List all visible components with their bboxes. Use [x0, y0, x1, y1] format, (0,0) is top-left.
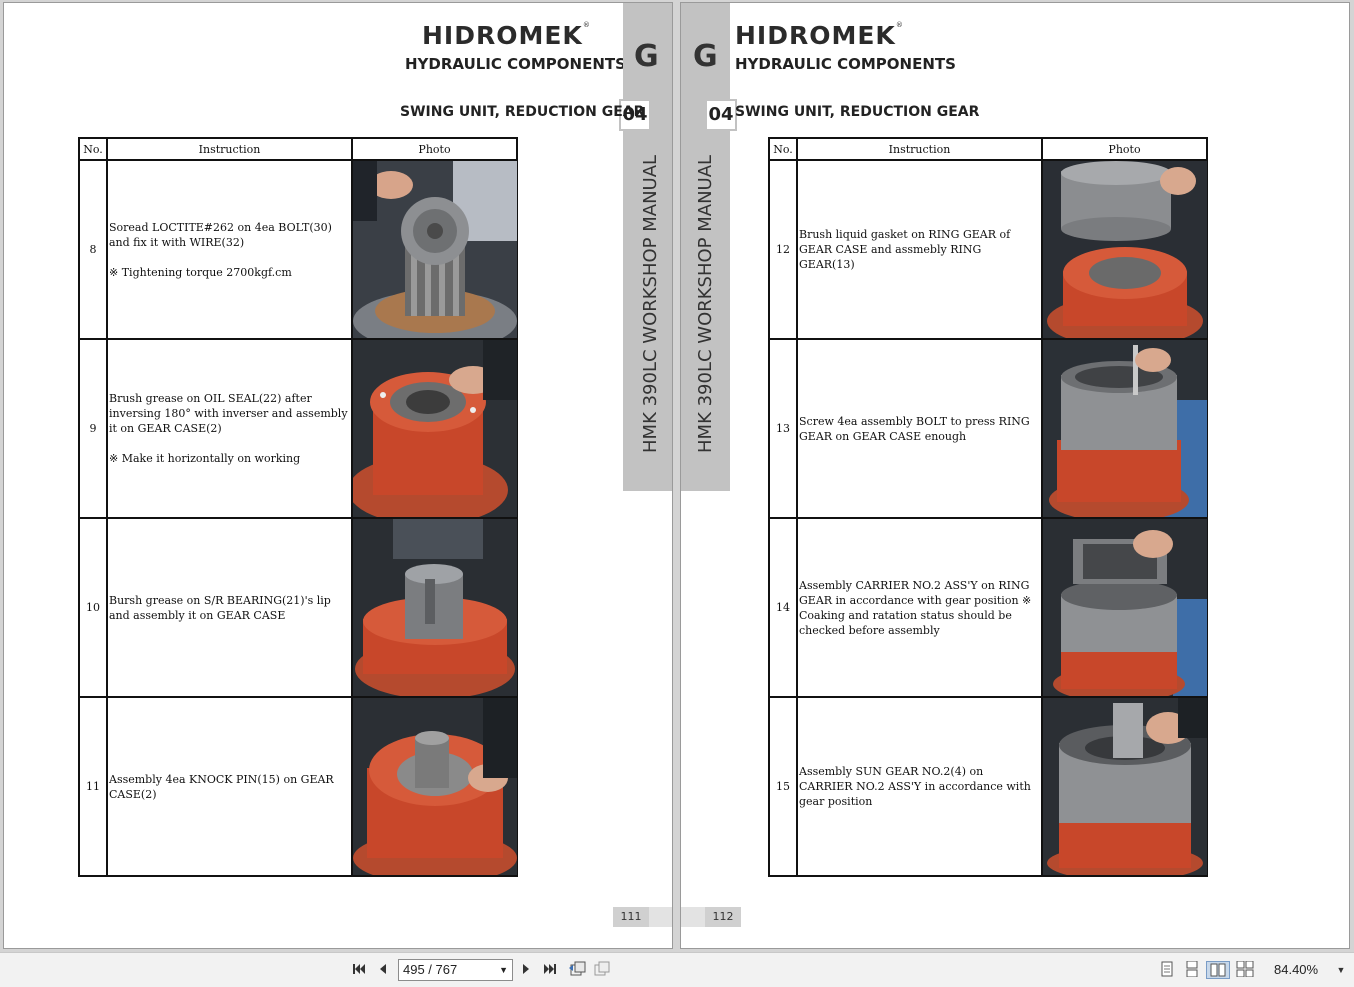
subtitle: HYDRAULIC COMPONENTS [735, 55, 956, 73]
table-row: 12 Brush liquid gasket on RING GEAR of G… [768, 159, 1208, 340]
step-number: 11 [78, 696, 108, 877]
instruction-text: Soread LOCTITE#262 on 4ea BOLT(30) and f… [109, 220, 332, 249]
page-112: G 04 HIDROMEK® HYDRAULIC COMPONENTS SWIN… [680, 2, 1350, 949]
step-number: 12 [768, 159, 798, 340]
step-photo [351, 159, 518, 340]
section-title: SWING UNIT, REDUCTION GEAR [400, 104, 645, 120]
header-no: No. [768, 137, 798, 161]
instruction-text: Assembly CARRIER NO.2 ASS'Y on RING GEAR… [799, 578, 1032, 637]
step-instruction: Assembly SUN GEAR NO.2(4) on CARRIER NO.… [796, 696, 1043, 877]
step-photo [351, 696, 518, 877]
last-page-icon[interactable] [541, 961, 559, 979]
zoom-dropdown-icon[interactable]: ▼ [1336, 965, 1346, 975]
next-page-icon[interactable] [517, 961, 535, 979]
facing-icon[interactable] [1206, 961, 1230, 979]
steps-table: No. Instruction Photo 12 Brush liquid ga… [768, 137, 1208, 877]
subtitle: HYDRAULIC COMPONENTS [405, 55, 626, 73]
instruction-text: Assembly SUN GEAR NO.2(4) on CARRIER NO.… [799, 765, 1031, 808]
knock-pin-photo [353, 698, 517, 875]
next-view-icon[interactable] [594, 961, 612, 979]
step-photo [1041, 696, 1208, 877]
step-instruction: Bursh grease on S/R BEARING(21)'s lip an… [106, 517, 353, 698]
step-instruction: Brush grease on OIL SEAL(22) after inver… [106, 338, 353, 519]
continuous-icon[interactable] [1183, 960, 1201, 979]
table-row: 10 Bursh grease on S/R BEARING(21)'s lip… [78, 517, 518, 698]
section-number: 04 [705, 99, 737, 131]
table-row: 8 Soread LOCTITE#262 on 4ea BOLT(30) and… [78, 159, 518, 340]
step-number: 14 [768, 517, 798, 698]
table-row: 14 Assembly CARRIER NO.2 ASS'Y on RING G… [768, 517, 1208, 698]
header-no: No. [78, 137, 108, 161]
step-photo [351, 517, 518, 698]
manual-title-vertical: HMK 390LC WORKSHOP MANUAL [640, 154, 661, 453]
section-title: SWING UNIT, REDUCTION GEAR [735, 104, 980, 120]
page-number: 111 [613, 907, 649, 927]
page-indicator-text: 495 / 767 [403, 962, 458, 977]
instruction-text: Assembly 4ea KNOCK PIN(15) on GEAR CASE(… [109, 772, 334, 801]
gear-shaft-photo [353, 161, 517, 338]
header-photo: Photo [351, 137, 518, 161]
prev-page-icon[interactable] [374, 961, 392, 979]
step-photo [1041, 338, 1208, 519]
table-row: 11 Assembly 4ea KNOCK PIN(15) on GEAR CA… [78, 696, 518, 877]
step-instruction: Soread LOCTITE#262 on 4ea BOLT(30) and f… [106, 159, 353, 340]
table-row: 9 Brush grease on OIL SEAL(22) after inv… [78, 338, 518, 519]
instruction-note: ※ Tightening torque 2700kgf.cm [109, 265, 292, 279]
brand-logo: HIDROMEK® [422, 21, 591, 50]
table-row: 15 Assembly SUN GEAR NO.2(4) on CARRIER … [768, 696, 1208, 877]
instruction-note: ※ Make it horizontally on working [109, 452, 301, 465]
chevron-down-icon[interactable]: ▼ [499, 965, 508, 975]
previous-view-icon[interactable] [568, 961, 586, 979]
step-number: 8 [78, 159, 108, 340]
step-photo [1041, 517, 1208, 698]
step-instruction: Assembly CARRIER NO.2 ASS'Y on RING GEAR… [796, 517, 1043, 698]
section-letter: G [693, 39, 718, 74]
step-photo [1041, 159, 1208, 340]
single-page-icon[interactable] [1158, 961, 1176, 979]
section-letter: G [634, 39, 659, 74]
manual-title-vertical: HMK 390LC WORKSHOP MANUAL [695, 154, 716, 453]
step-number: 13 [768, 338, 798, 519]
instruction-text: Brush grease on OIL SEAL(22) after inver… [109, 392, 348, 435]
step-number: 10 [78, 517, 108, 698]
navigation-toolbar: 495 / 767 ▼ 84.40% ▼ [0, 952, 1354, 987]
page-number: 112 [705, 907, 741, 927]
first-page-icon[interactable] [350, 961, 368, 979]
step-instruction: Assembly 4ea KNOCK PIN(15) on GEAR CASE(… [106, 696, 353, 877]
instruction-text: Brush liquid gasket on RING GEAR of GEAR… [799, 228, 1011, 271]
section-tab [623, 3, 672, 491]
carrier-photo [1043, 519, 1207, 696]
gear-case-seal-photo [353, 340, 517, 517]
steps-table: No. Instruction Photo 8 Soread LOCTITE#2… [78, 137, 518, 877]
step-instruction: Brush liquid gasket on RING GEAR of GEAR… [796, 159, 1043, 340]
ring-gear-photo [1043, 161, 1207, 338]
section-number: 04 [619, 99, 651, 131]
instruction-text: Bursh grease on S/R BEARING(21)'s lip an… [109, 593, 331, 622]
header-instruction: Instruction [106, 137, 353, 161]
sun-gear-photo [1043, 698, 1207, 875]
page-number-band [649, 907, 672, 927]
header-photo: Photo [1041, 137, 1208, 161]
zoom-level[interactable]: 84.40% [1274, 962, 1319, 977]
page-number-band [681, 907, 705, 927]
page-number-input[interactable]: 495 / 767 ▼ [398, 959, 513, 981]
step-number: 9 [78, 338, 108, 519]
header-instruction: Instruction [796, 137, 1043, 161]
step-number: 15 [768, 696, 798, 877]
step-instruction: Screw 4ea assembly BOLT to press RING GE… [796, 338, 1043, 519]
page-111: HIDROMEK® HYDRAULIC COMPONENTS G 04 SWIN… [3, 2, 673, 949]
bearing-photo [353, 519, 517, 696]
table-row: 13 Screw 4ea assembly BOLT to press RING… [768, 338, 1208, 519]
instruction-text: Screw 4ea assembly BOLT to press RING GE… [799, 414, 1030, 443]
section-tab [681, 3, 730, 491]
document-viewport[interactable]: HIDROMEK® HYDRAULIC COMPONENTS G 04 SWIN… [0, 0, 1354, 952]
brand-logo: HIDROMEK® [735, 21, 904, 50]
continuous-facing-icon[interactable] [1236, 960, 1254, 979]
bolt-press-photo [1043, 340, 1207, 517]
step-photo [351, 338, 518, 519]
